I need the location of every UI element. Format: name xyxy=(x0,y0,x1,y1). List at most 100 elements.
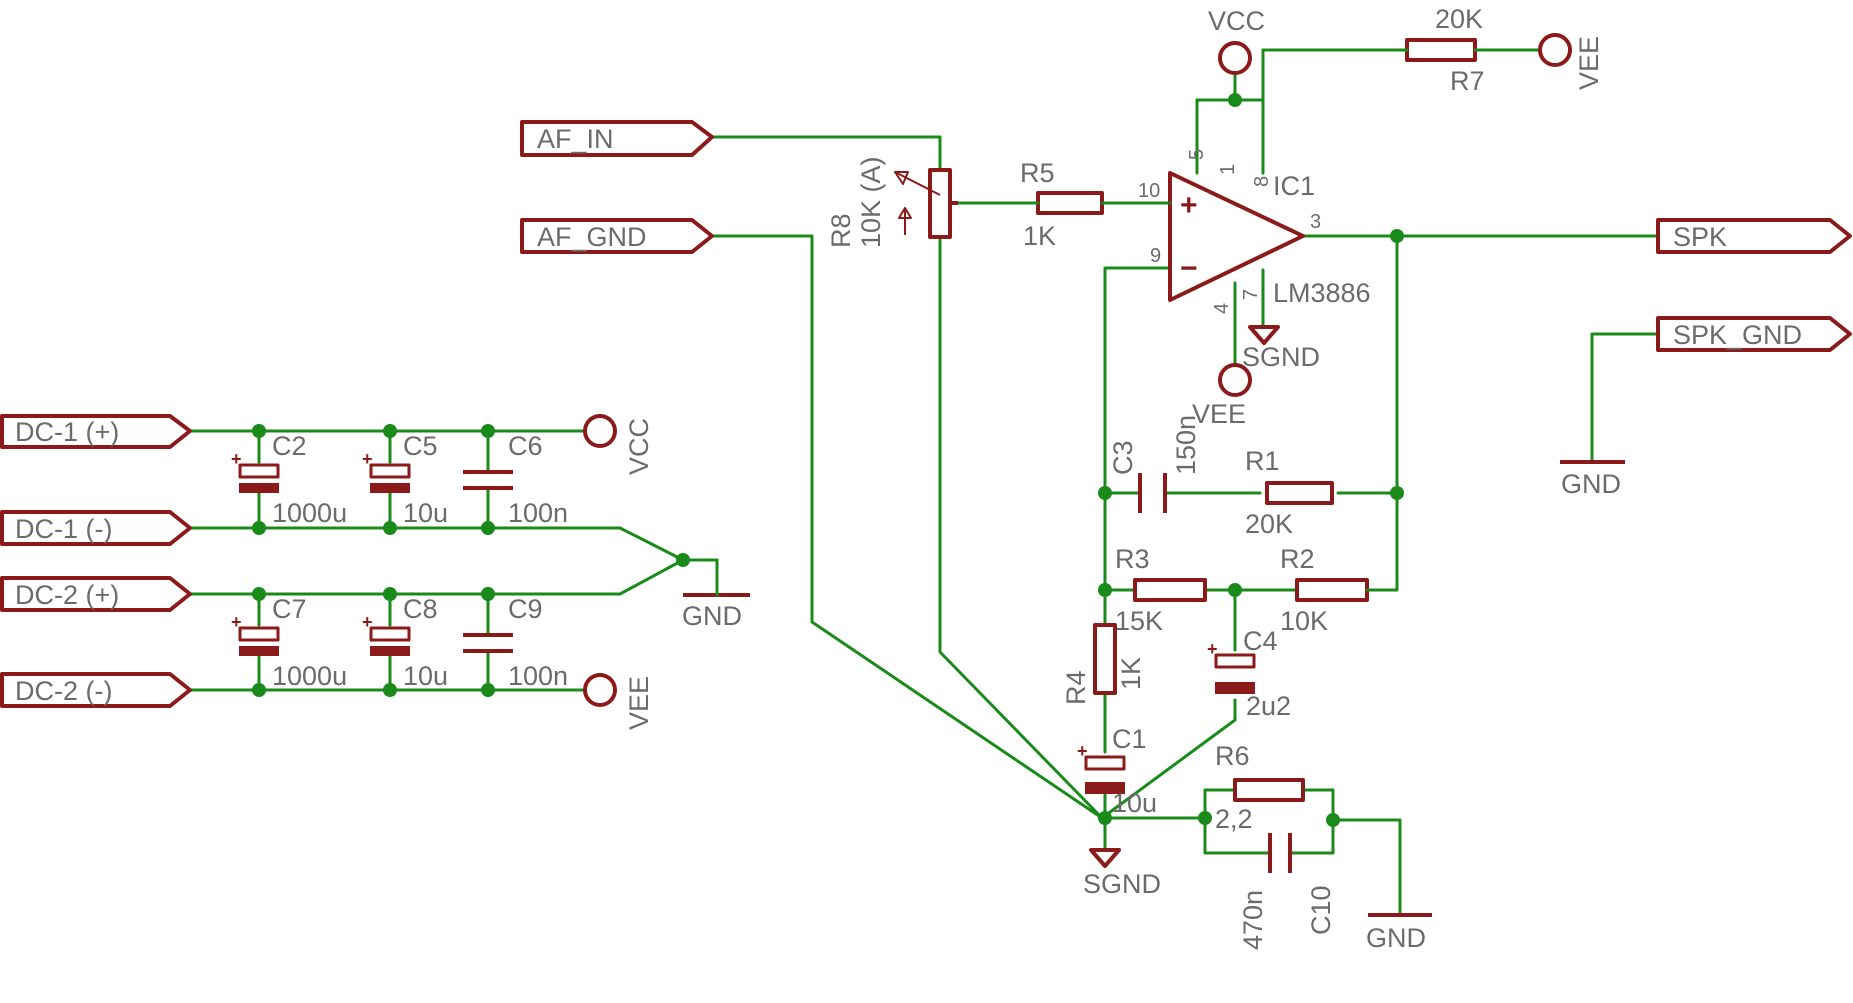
r1-value: 20K xyxy=(1245,509,1293,539)
c3-name: C3 xyxy=(1108,440,1138,475)
port-af-in: AF_IN xyxy=(520,120,714,157)
vcc-label-top: VCC xyxy=(1208,6,1265,36)
vee-label-r7: VEE xyxy=(1574,36,1604,90)
port-af-gnd: AF_GND xyxy=(520,218,714,254)
sgnd-symbol-ic: SGND xyxy=(1242,325,1320,372)
capacitor-c2: + C2 1000u xyxy=(231,431,347,528)
ic1-pin-10: 10 xyxy=(1138,180,1160,202)
c7-value: 1000u xyxy=(272,661,347,691)
capacitor-c4: + C4 2u2 xyxy=(1207,626,1291,721)
c7-polarity: + xyxy=(231,612,242,632)
r2-name: R2 xyxy=(1280,544,1315,574)
capacitor-c6: C6 100n xyxy=(463,431,568,528)
port-dc1-pos: DC-1 (+) xyxy=(0,414,192,449)
resistor-r1: R1 20K xyxy=(1245,446,1334,539)
resistor-r3: R3 15K xyxy=(1115,544,1207,636)
ic1-pin-3: 3 xyxy=(1310,211,1321,233)
port-spk: SPK xyxy=(1656,218,1852,254)
ic1-pin-8: 8 xyxy=(1251,176,1273,187)
gnd-label-spk: GND xyxy=(1561,469,1621,499)
ic1-opamp: + − IC1 LM3886 5 1 8 10 9 3 7 4 xyxy=(1138,149,1371,314)
capacitor-c1: + C1 10u xyxy=(1077,724,1157,818)
capacitor-c10: 470n C10 xyxy=(1238,833,1336,950)
wires xyxy=(188,48,1660,917)
c9-name: C9 xyxy=(508,594,543,624)
r3-name: R3 xyxy=(1115,544,1150,574)
vee-symbol-left: VEE xyxy=(583,673,654,730)
port-dc2-pos: DC-2 (+) xyxy=(0,576,192,612)
resistor-r2: R2 10K xyxy=(1280,544,1372,636)
c10-name: C10 xyxy=(1306,885,1336,935)
r6-name: R6 xyxy=(1215,741,1250,771)
junctions xyxy=(252,93,1404,827)
r3-value: 15K xyxy=(1115,606,1163,636)
c6-value: 100n xyxy=(508,498,568,528)
capacitor-c5: + C5 10u xyxy=(362,431,448,528)
capacitor-c7: + C7 1000u xyxy=(231,594,347,691)
c4-value: 2u2 xyxy=(1246,691,1291,721)
gnd-label-bottom: GND xyxy=(1366,923,1426,953)
c10-value: 470n xyxy=(1238,890,1268,950)
r7-name: R7 xyxy=(1450,66,1485,96)
vcc-symbol-top: VCC xyxy=(1208,6,1265,75)
c5-polarity: + xyxy=(362,449,373,469)
r5-value: 1K xyxy=(1023,221,1056,251)
r5-name: R5 xyxy=(1020,158,1055,188)
c4-polarity: + xyxy=(1207,639,1218,659)
port-dc1-neg-label: DC-1 (-) xyxy=(15,514,112,544)
resistor-r6: R6 2,2 xyxy=(1215,741,1305,834)
r8-value: 10K (A) xyxy=(856,156,886,248)
ic1-pin-4: 4 xyxy=(1211,303,1233,314)
c9-value: 100n xyxy=(508,661,568,691)
vcc-label-left: VCC xyxy=(624,418,654,475)
port-spk-gnd: SPK_GND xyxy=(1656,316,1852,352)
r1-name: R1 xyxy=(1245,446,1280,476)
port-spk-label: SPK xyxy=(1673,222,1727,252)
port-dc1-neg: DC-1 (-) xyxy=(0,510,192,546)
c2-name: C2 xyxy=(272,431,307,461)
ic1-pin-5: 5 xyxy=(1186,149,1208,160)
c2-value: 1000u xyxy=(272,498,347,528)
c8-value: 10u xyxy=(403,661,448,691)
c7-name: C7 xyxy=(272,594,307,624)
sgnd-label-ic: SGND xyxy=(1242,342,1320,372)
c1-value: 10u xyxy=(1112,788,1157,818)
vee-symbol-r7: VEE xyxy=(1538,33,1604,90)
vee-symbol-ic: VEE xyxy=(1192,363,1252,429)
port-af-gnd-label: AF_GND xyxy=(537,222,647,252)
resistor-r7: 20K R7 xyxy=(1383,4,1487,96)
c3-value: 150n xyxy=(1171,415,1201,475)
c2-polarity: + xyxy=(231,449,242,469)
r8-name: R8 xyxy=(826,213,856,248)
ic1-minus-sign: − xyxy=(1180,252,1198,285)
c1-polarity: + xyxy=(1077,741,1088,761)
r6-value: 2,2 xyxy=(1215,804,1253,834)
c5-value: 10u xyxy=(403,498,448,528)
gnd-symbol-left: GND xyxy=(682,558,750,631)
c8-polarity: + xyxy=(362,612,373,632)
potentiometer-r8: R8 10K (A) xyxy=(826,156,958,248)
sgnd-label-bottom: SGND xyxy=(1083,869,1161,899)
ic1-pin-7: 7 xyxy=(1240,289,1262,300)
port-spk-gnd-label: SPK_GND xyxy=(1673,320,1802,350)
gnd-symbol-spk: GND xyxy=(1560,460,1625,499)
r4-name: R4 xyxy=(1061,670,1091,705)
c5-name: C5 xyxy=(403,431,438,461)
sgnd-symbol-bottom: SGND xyxy=(1083,848,1161,899)
port-dc1-pos-label: DC-1 (+) xyxy=(15,417,119,447)
gnd-label-left: GND xyxy=(682,601,742,631)
vee-label-left: VEE xyxy=(624,676,654,730)
ic1-pin-1: 1 xyxy=(1217,164,1239,175)
resistor-r4: R4 1K xyxy=(1061,623,1146,705)
c6-name: C6 xyxy=(508,431,543,461)
vee-label-ic: VEE xyxy=(1192,399,1246,429)
resistor-r5: R5 1K xyxy=(1020,158,1112,251)
c8-name: C8 xyxy=(403,594,438,624)
port-dc2-neg: DC-2 (-) xyxy=(0,672,192,708)
ic1-plus-sign: + xyxy=(1180,189,1198,222)
ic1-pin-9: 9 xyxy=(1150,245,1161,267)
r7-value: 20K xyxy=(1435,4,1483,34)
ic1-part: LM3886 xyxy=(1273,278,1371,308)
capacitor-c3: C3 150n xyxy=(1108,415,1201,513)
